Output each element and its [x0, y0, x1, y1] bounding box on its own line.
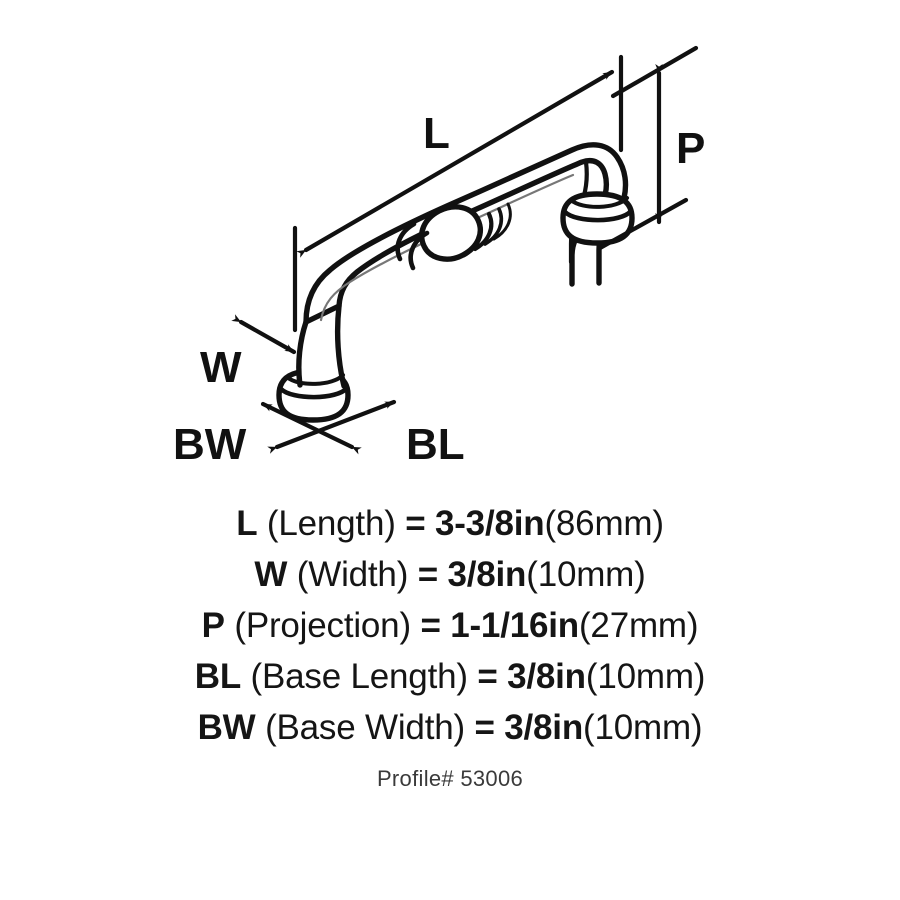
handle-body	[276, 142, 635, 423]
spec-name: (Width)	[296, 555, 409, 594]
spec-value-metric: (27mm)	[578, 606, 699, 645]
spec-row-width: W (Width) = 3/8in(10mm)	[0, 549, 900, 600]
spec-symbol: L	[236, 504, 258, 543]
spec-name: (Projection)	[234, 606, 411, 645]
dimension-length	[292, 54, 624, 333]
label-length: L	[423, 109, 450, 158]
dimension-base	[260, 399, 397, 455]
spec-value-imperial: = 3/8in	[474, 708, 584, 747]
left-base-collar	[278, 385, 350, 400]
product-drawing: L P W BW BL	[173, 45, 705, 469]
width-dimension-line	[231, 314, 297, 355]
spec-value-imperial: = 3/8in	[417, 555, 527, 594]
spec-name: (Base Width)	[265, 708, 465, 747]
spec-value-metric: (10mm)	[585, 657, 706, 696]
label-projection: P	[676, 124, 705, 173]
spec-row-base-length: BL (Base Length) = 3/8in(10mm)	[0, 651, 900, 702]
spec-row-projection: P (Projection) = 1-1/16in(27mm)	[0, 600, 900, 651]
dimension-projection	[597, 45, 699, 251]
spec-value-metric: (86mm)	[544, 504, 664, 543]
label-width: W	[200, 343, 242, 392]
spec-row-length: L (Length) = 3-3/8in(86mm)	[0, 498, 900, 549]
label-base-width: BW	[173, 420, 247, 469]
spec-symbol: BL	[194, 657, 242, 696]
pull-handle-line-drawing: L P W BW BL	[173, 45, 705, 469]
dimension-width	[231, 314, 297, 355]
spec-symbol: P	[201, 606, 225, 645]
spec-name: (Length)	[266, 504, 396, 543]
spec-name: (Base Length)	[250, 657, 468, 696]
spec-symbol: BW	[197, 708, 256, 747]
spec-symbol: W	[254, 555, 288, 594]
spec-row-base-width: BW (Base Width) = 3/8in(10mm)	[0, 702, 900, 753]
spec-value-metric: (10mm)	[583, 708, 703, 747]
profile-number: Profile# 53006	[376, 766, 524, 791]
specification-list: L (Length) = 3-3/8in(86mm) W (Width) = 3…	[0, 498, 900, 753]
spec-value-imperial: = 3/8in	[477, 657, 586, 696]
spec-value-imperial: = 1-1/16in	[420, 606, 579, 645]
base-length-dimension-line	[267, 399, 397, 454]
projection-extension-bottom	[597, 197, 689, 251]
spec-value-imperial: = 3-3/8in	[405, 504, 545, 543]
spec-value-metric: (10mm)	[526, 555, 646, 594]
label-base-length: BL	[406, 420, 465, 469]
left-foot-shoulder	[285, 373, 345, 386]
projection-extension-top	[610, 45, 699, 99]
length-dimension-line	[296, 69, 615, 258]
